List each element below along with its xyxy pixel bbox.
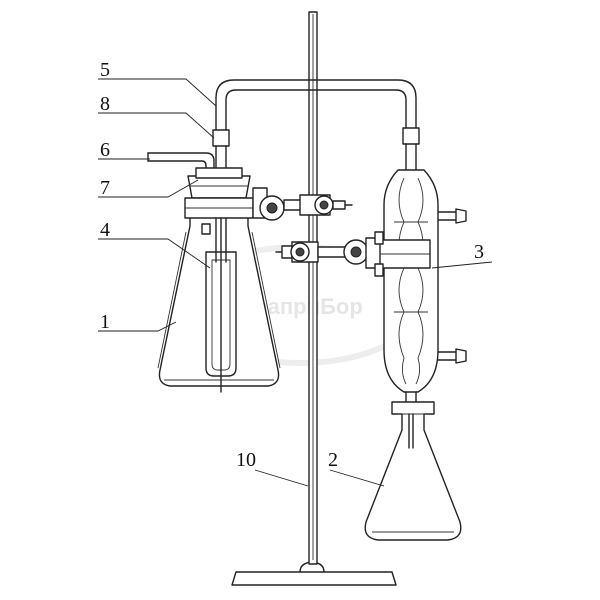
rubber-connector-right [402, 127, 420, 145]
condenser-3 [374, 143, 467, 447]
label-5: 5 [100, 59, 110, 81]
side-outlet-tube [147, 145, 227, 171]
connecting-tube [215, 79, 417, 143]
label-8: 8 [100, 93, 110, 115]
label-3: 3 [474, 241, 484, 263]
label-6: 6 [100, 139, 110, 161]
flask-1-clamp-ring [184, 197, 254, 219]
leader-lines [98, 78, 493, 487]
stand-base [231, 561, 397, 586]
upper-clamp [252, 187, 353, 221]
label-7: 7 [100, 177, 110, 199]
flask-2 [364, 401, 462, 541]
label-10: 10 [236, 449, 256, 471]
label-4: 4 [100, 219, 110, 241]
stand-rod [308, 11, 318, 565]
rubber-connector-left [212, 129, 230, 147]
stopper-7 [187, 167, 251, 199]
label-1: 1 [100, 311, 110, 333]
lower-clamp [275, 237, 383, 269]
label-2: 2 [328, 449, 338, 471]
